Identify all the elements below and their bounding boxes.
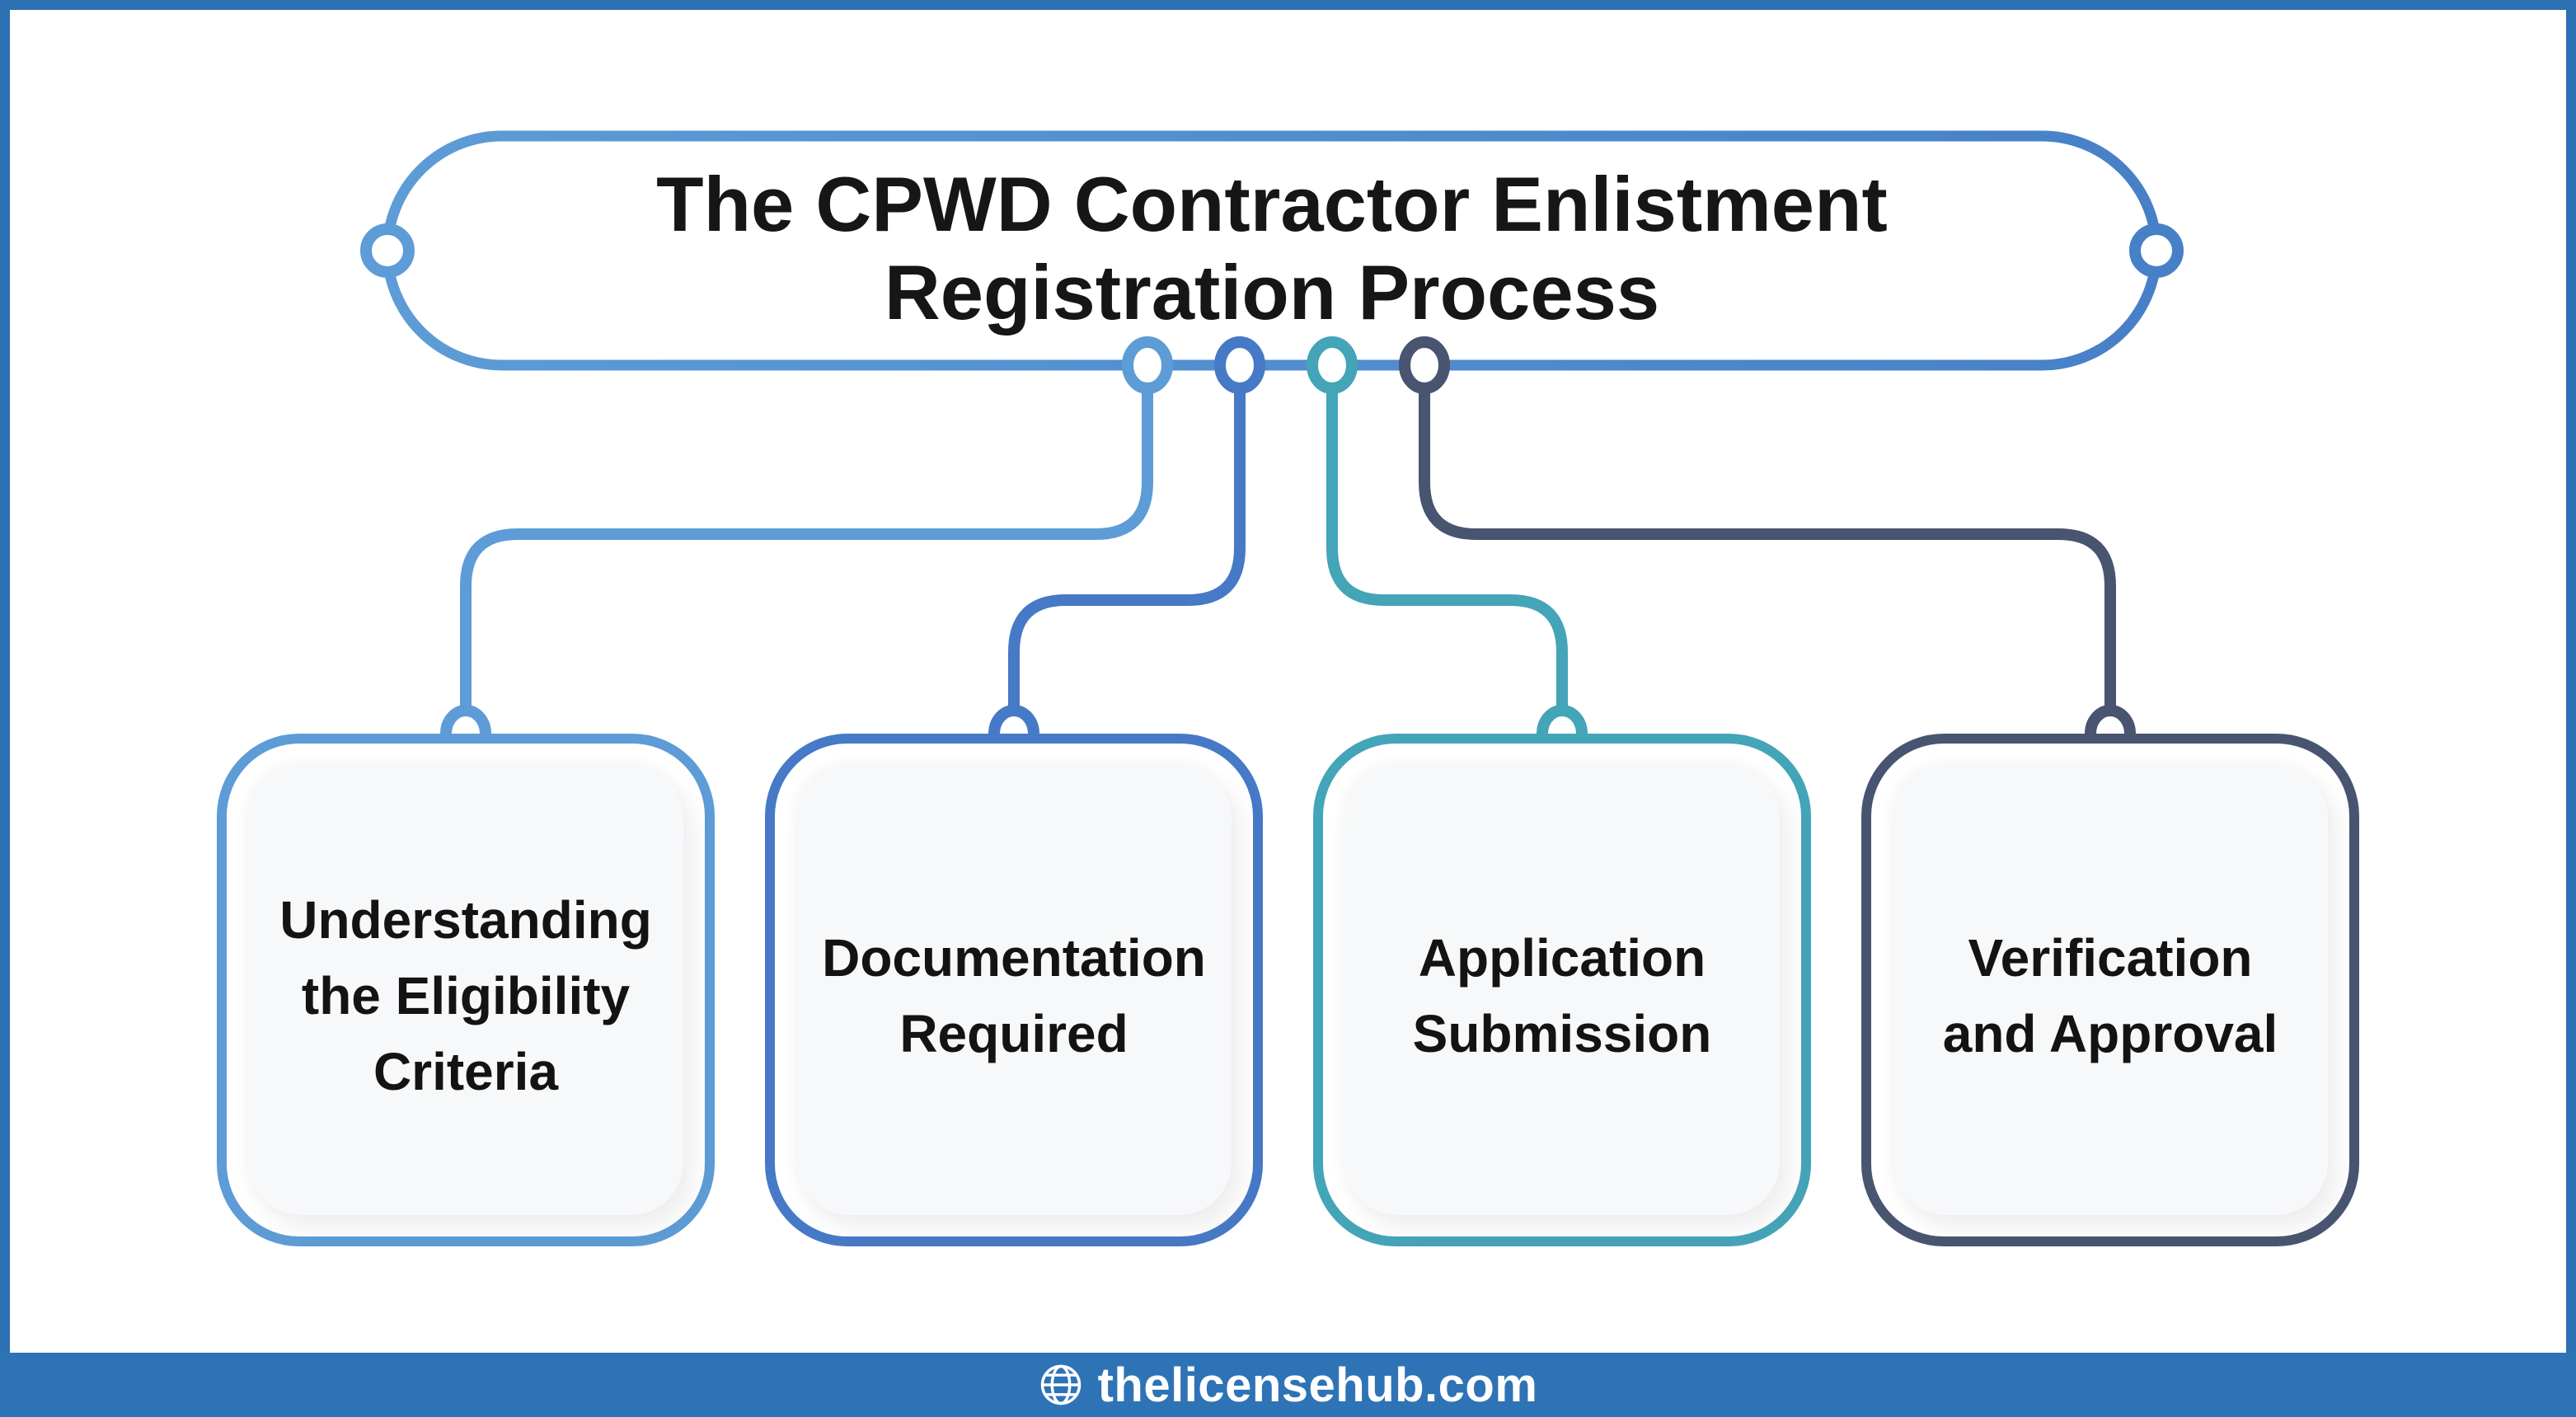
step-card: Verification and Approval: [1893, 765, 2328, 1215]
connector-line-4: [1419, 365, 2116, 734]
step-card: Documentation Required: [796, 765, 1232, 1215]
page-title: The CPWD Contractor Enlistment Registrat…: [656, 161, 1888, 335]
connector-line-1: [460, 365, 1153, 734]
step-box-application: Application Submission: [1313, 734, 1811, 1246]
step-box-documentation: Documentation Required: [765, 734, 1263, 1246]
step-label-eligibility: Understanding the Eligibility Criteria: [279, 889, 652, 1102]
footer-domain-text[interactable]: thelicensehub.com: [1097, 1358, 1538, 1412]
connector-line-3: [1326, 365, 1568, 734]
step-card: Understanding the Eligibility Criteria: [248, 765, 683, 1215]
globe-icon: [1040, 1364, 1081, 1405]
footer-bar: thelicensehub.com: [0, 1353, 2576, 1417]
step-card: Application Submission: [1344, 765, 1780, 1215]
step-label-documentation: Documentation Required: [822, 927, 1206, 1063]
step-label-application: Application Submission: [1412, 927, 1712, 1063]
connector-line-2: [1008, 365, 1246, 734]
step-label-verification: Verification and Approval: [1942, 927, 2278, 1063]
step-box-verification: Verification and Approval: [1861, 734, 2359, 1246]
step-box-eligibility: Understanding the Eligibility Criteria: [217, 734, 715, 1246]
